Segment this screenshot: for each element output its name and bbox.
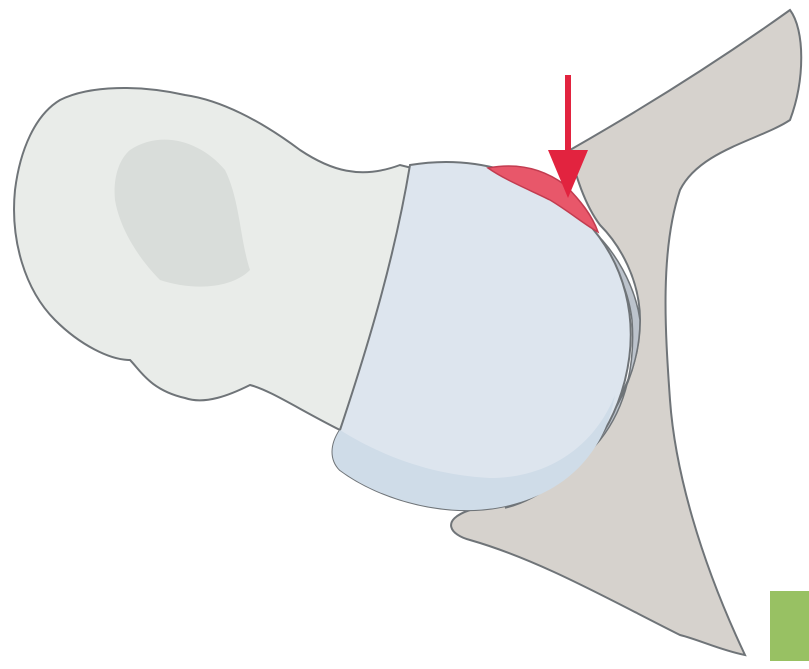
- corner-tab: [770, 591, 809, 661]
